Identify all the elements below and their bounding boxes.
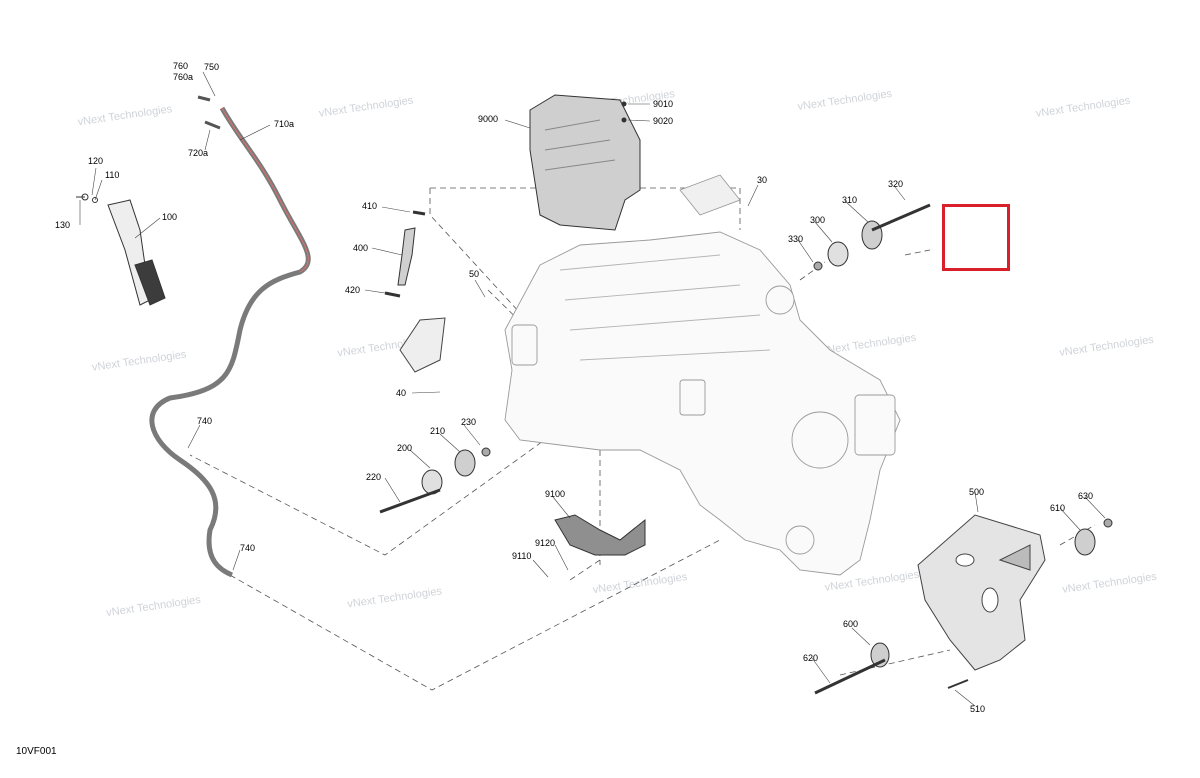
part-label: 9120 [535, 538, 555, 548]
part-label: 120 [88, 156, 103, 166]
watermark: vNext Technologies [797, 88, 893, 113]
part-label: 9000 [478, 114, 498, 124]
part-label: 320 [888, 179, 903, 189]
part-label: 9110 [512, 551, 531, 561]
part-label: 600 [843, 619, 858, 629]
support-bracket [399, 317, 446, 373]
part-label: 9100 [545, 489, 565, 499]
watermark: vNext Technologies [347, 585, 443, 610]
part-label: 710a [274, 119, 294, 129]
part-labels: 760 760a 750 710a 720a 120 110 130 100 9… [55, 61, 1093, 714]
part-label: 200 [397, 443, 412, 453]
watermark: vNext Technologies [1059, 334, 1155, 359]
part-label: 310 [842, 195, 857, 205]
part-label: 720a [188, 148, 208, 158]
figure-reference: 10VF001 [16, 746, 57, 757]
part-label: 400 [353, 243, 368, 253]
part-label: 630 [1078, 491, 1093, 501]
part-label: 50 [469, 269, 479, 279]
side-mount-hardware [814, 518, 1113, 695]
engine-block [504, 174, 901, 576]
engine-mount-bracket [917, 514, 1046, 671]
part-label: 410 [362, 201, 377, 211]
watermark: vNext Technologies [106, 594, 202, 619]
part-label: 750 [204, 62, 219, 72]
part-label: 760 [173, 61, 188, 71]
part-label: 40 [396, 388, 406, 398]
part-label: 9010 [653, 99, 673, 109]
part-label: 420 [345, 285, 360, 295]
part-label: 210 [430, 426, 445, 436]
part-label: 760a [173, 72, 193, 82]
watermark: vNext Technologies [318, 94, 414, 119]
part-label: 500 [969, 487, 984, 497]
watermark: vNext Technologies [592, 571, 688, 596]
part-label: 230 [461, 417, 476, 427]
part-label: 510 [970, 704, 985, 714]
accelerator-cable [149, 95, 311, 578]
part-label: 610 [1050, 503, 1065, 513]
part-label: 330 [788, 234, 803, 244]
selection-highlight-box[interactable] [942, 204, 1010, 271]
leader-lines [79, 71, 1106, 707]
rear-mount-hardware [813, 203, 931, 271]
protective-plate [554, 514, 646, 556]
engine-cover [529, 94, 641, 231]
part-label: 110 [105, 170, 119, 180]
part-label: 740 [240, 543, 255, 553]
part-label: 740 [197, 416, 212, 426]
front-mount-hardware [379, 447, 491, 514]
watermark: vNext Technologies [91, 349, 187, 374]
watermark: vNext Technologies [1035, 95, 1131, 120]
coolant-hose [384, 210, 426, 298]
part-label: 220 [366, 472, 381, 482]
part-label: 300 [810, 215, 825, 225]
part-label: 620 [803, 653, 818, 663]
part-label: 9020 [653, 116, 673, 126]
part-label: 30 [757, 175, 767, 185]
watermark: vNext Technologies [77, 103, 173, 128]
part-label: 130 [55, 220, 70, 230]
watermark: vNext Technologies [1062, 571, 1158, 596]
part-label: 100 [162, 212, 177, 222]
accelerator-pedal [76, 193, 166, 306]
